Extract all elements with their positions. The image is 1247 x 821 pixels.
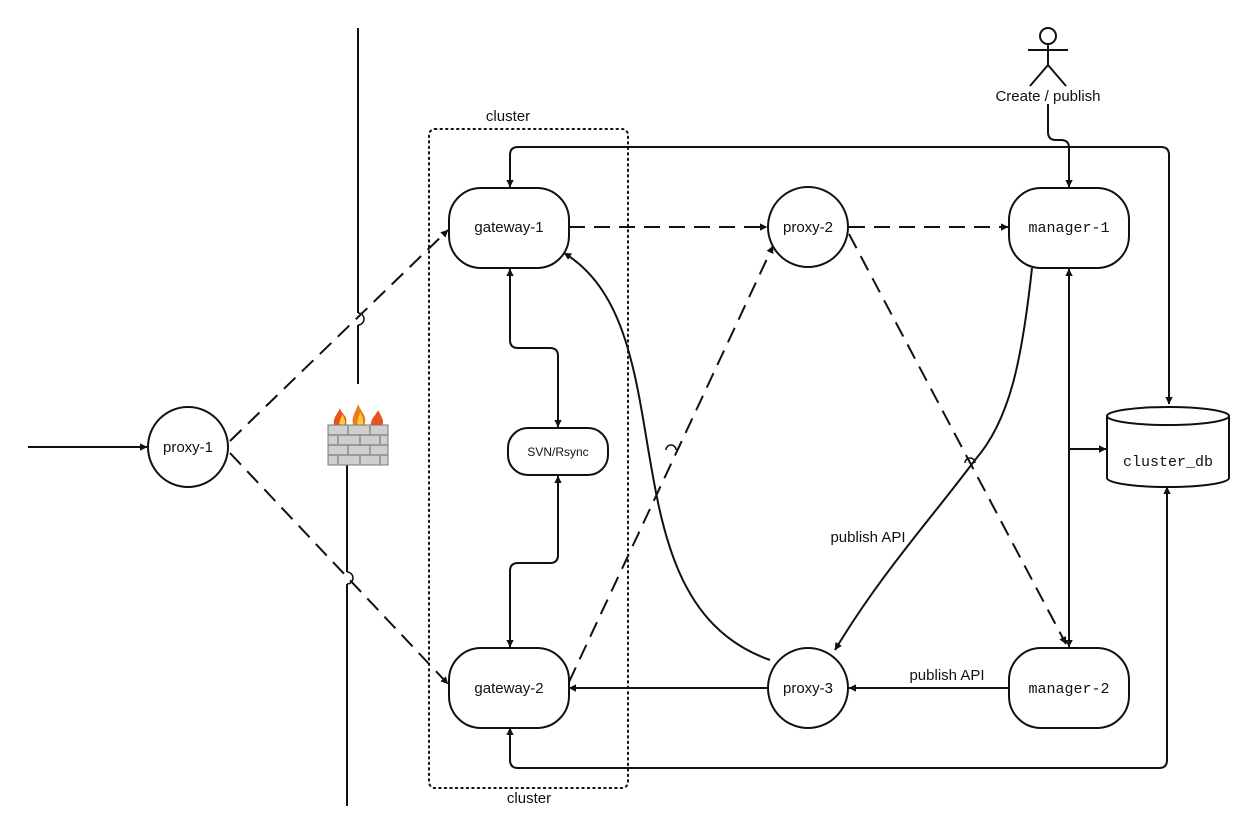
edge-gateway1-db: [506, 146, 1173, 405]
line-hop: [346, 571, 354, 585]
edge-proxy2-manager2: [848, 233, 1067, 645]
node-proxy-3[interactable]: proxy-3: [767, 647, 849, 729]
node-svn-rsync[interactable]: SVN/Rsync: [507, 427, 609, 476]
line-hop: [357, 312, 365, 326]
node-label: proxy-3: [783, 680, 833, 697]
edge-actor-manager1: [1047, 104, 1073, 188]
line-hop: [665, 444, 677, 451]
actor-user-icon: [1028, 27, 1068, 87]
manager-shape: [1008, 187, 1130, 269]
edge-manager1-proxy3: [834, 267, 1033, 651]
edge-gateway1-svn: [506, 268, 562, 428]
edge-proxy1-gateway2: [229, 452, 449, 685]
node-label: manager-2: [1028, 681, 1109, 698]
node-label: manager-1: [1028, 220, 1109, 237]
actor-label: Create / publish: [995, 88, 1100, 105]
edge-proxy1-gateway1: [229, 229, 449, 442]
gateway-shape: [448, 187, 570, 269]
node-cluster-db[interactable]: cluster_db: [1106, 406, 1230, 488]
node-label: gateway-1: [474, 219, 543, 236]
node-gateway-2[interactable]: gateway-2: [448, 647, 570, 729]
node-gateway-1[interactable]: gateway-1: [448, 187, 570, 269]
cluster-top-label: cluster: [486, 108, 530, 125]
proxy-circle: [147, 406, 229, 488]
node-manager-1[interactable]: manager-1: [1008, 187, 1130, 269]
node-label: SVN/Rsync: [527, 445, 588, 459]
node-manager-2[interactable]: manager-2: [1008, 647, 1130, 729]
edge-svn-gateway2: [506, 475, 562, 648]
publish-api-label-1: publish API: [830, 529, 905, 546]
node-label: proxy-2: [783, 219, 833, 236]
firewall-icon: [327, 404, 389, 466]
db-top: [1106, 406, 1230, 426]
cluster-bottom-label: cluster: [507, 790, 551, 807]
db-body: [1106, 416, 1230, 488]
manager-shape: [1008, 647, 1130, 729]
proxy-circle: [767, 647, 849, 729]
line-hop: [964, 457, 976, 464]
svn-shape: [507, 427, 609, 476]
node-proxy-2[interactable]: proxy-2: [767, 186, 849, 268]
publish-api-label-2: publish API: [909, 667, 984, 684]
proxy-circle: [767, 186, 849, 268]
node-label: cluster_db: [1123, 454, 1213, 471]
node-proxy-1[interactable]: proxy-1: [147, 406, 229, 488]
edge-gateway2-db: [506, 486, 1171, 769]
cluster-boundary: [428, 128, 629, 789]
node-label: gateway-2: [474, 680, 543, 697]
node-label: proxy-1: [163, 439, 213, 456]
gateway-shape: [448, 647, 570, 729]
